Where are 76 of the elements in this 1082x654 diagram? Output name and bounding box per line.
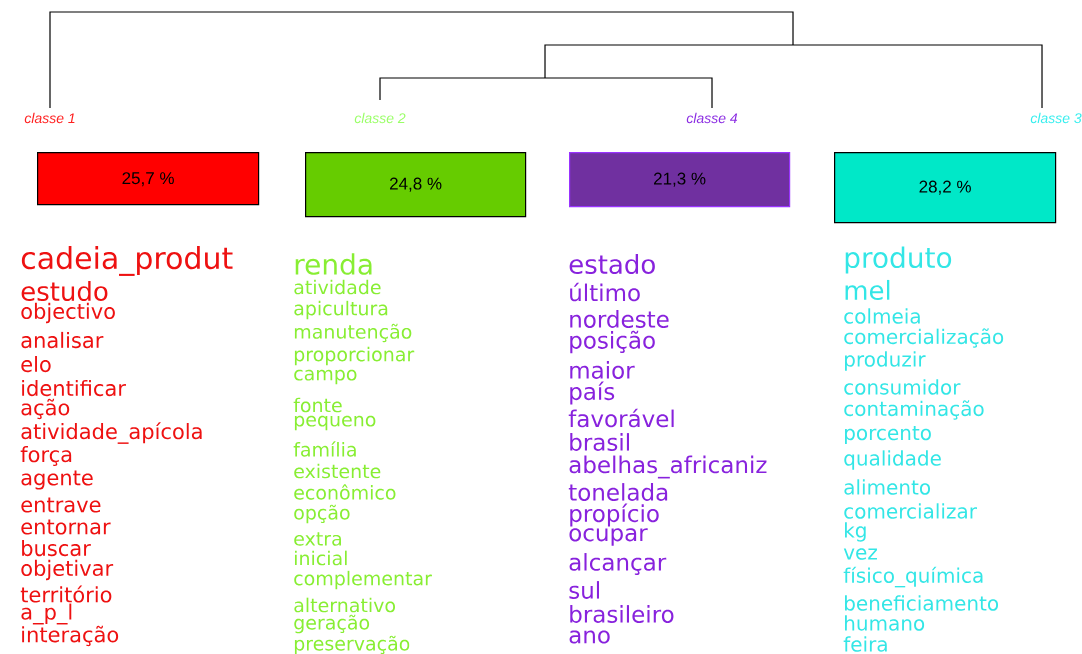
word: produzir (845, 351, 926, 371)
word: brasileiro (570, 605, 674, 623)
word: entornar (21, 519, 111, 535)
word: sul (569, 581, 599, 599)
word: último (570, 282, 640, 302)
word: consumidor (844, 379, 961, 395)
word: contaminação (844, 400, 984, 420)
word: beneficiamento (845, 595, 999, 611)
word: alternativo (294, 597, 395, 613)
word: complementar (294, 570, 432, 590)
word: existente (294, 463, 381, 479)
word: abelhas_africaniz (569, 455, 767, 479)
word: atividade (294, 279, 381, 295)
word: ocupar (569, 528, 648, 546)
word: objetivar (21, 559, 114, 581)
word: maior (570, 361, 635, 379)
word: campo (294, 369, 357, 385)
class-label: classe 3 (1030, 112, 1082, 124)
word: fonte (293, 397, 342, 413)
word: agente (21, 470, 93, 490)
word: cadeia_produt (21, 246, 233, 276)
word: país (570, 381, 615, 405)
word: objectivo (21, 302, 115, 324)
word: ano (569, 630, 610, 644)
word: inicial (295, 550, 347, 566)
word: apicultura (294, 300, 388, 320)
word: a_p_l (21, 603, 72, 625)
word: feira (843, 636, 887, 652)
word: entrave (21, 497, 101, 513)
class-label: classe 2 (354, 112, 406, 124)
word: produto (845, 246, 952, 274)
word: buscar (22, 539, 91, 557)
word: atividade_apícola (21, 422, 202, 444)
word: mel (845, 279, 890, 301)
word: tonelada (568, 483, 668, 501)
word: força (20, 446, 72, 466)
word: proporcionar (294, 346, 415, 366)
word: favorável (568, 408, 674, 428)
percentage-box: 28,2 % (834, 152, 1057, 224)
word: analisar (21, 331, 104, 349)
word: físico_química (843, 566, 983, 588)
word: econômico (294, 484, 396, 500)
word: alcançar (569, 553, 667, 575)
word: colmeia (844, 308, 920, 324)
word: elo (21, 355, 51, 373)
word: renda (295, 253, 372, 275)
word: humano (845, 615, 925, 631)
word: opção (294, 504, 350, 524)
word: porcento (845, 425, 931, 445)
class-label: classe 4 (686, 112, 738, 124)
word: manutenção (294, 323, 412, 343)
word: kg (845, 522, 866, 542)
word: qualidade (844, 450, 941, 470)
word: estudo (21, 280, 108, 302)
word: comercializar (844, 503, 977, 519)
word: preservação (294, 635, 410, 654)
word: nordeste (570, 310, 669, 328)
word: identificar (22, 379, 126, 397)
word: geração (294, 614, 370, 634)
word: propício (570, 503, 659, 527)
percentage-box: 24,8 % (305, 152, 527, 218)
percentage-box: 21,3 % (569, 152, 791, 208)
word: comercialização (844, 328, 1004, 348)
word: alimento (844, 479, 930, 495)
word: vez (843, 548, 877, 560)
word: estado (569, 253, 655, 275)
word: ação (21, 398, 70, 420)
word: extra (294, 532, 341, 546)
word: território (20, 585, 112, 603)
word: brasil (570, 433, 629, 451)
percentage-box: 25,7 % (37, 152, 260, 206)
word: família (293, 441, 356, 457)
word: posição (570, 330, 655, 354)
word: pequeno (294, 415, 376, 431)
word: interação (22, 625, 119, 647)
class-label: classe 1 (24, 112, 75, 124)
